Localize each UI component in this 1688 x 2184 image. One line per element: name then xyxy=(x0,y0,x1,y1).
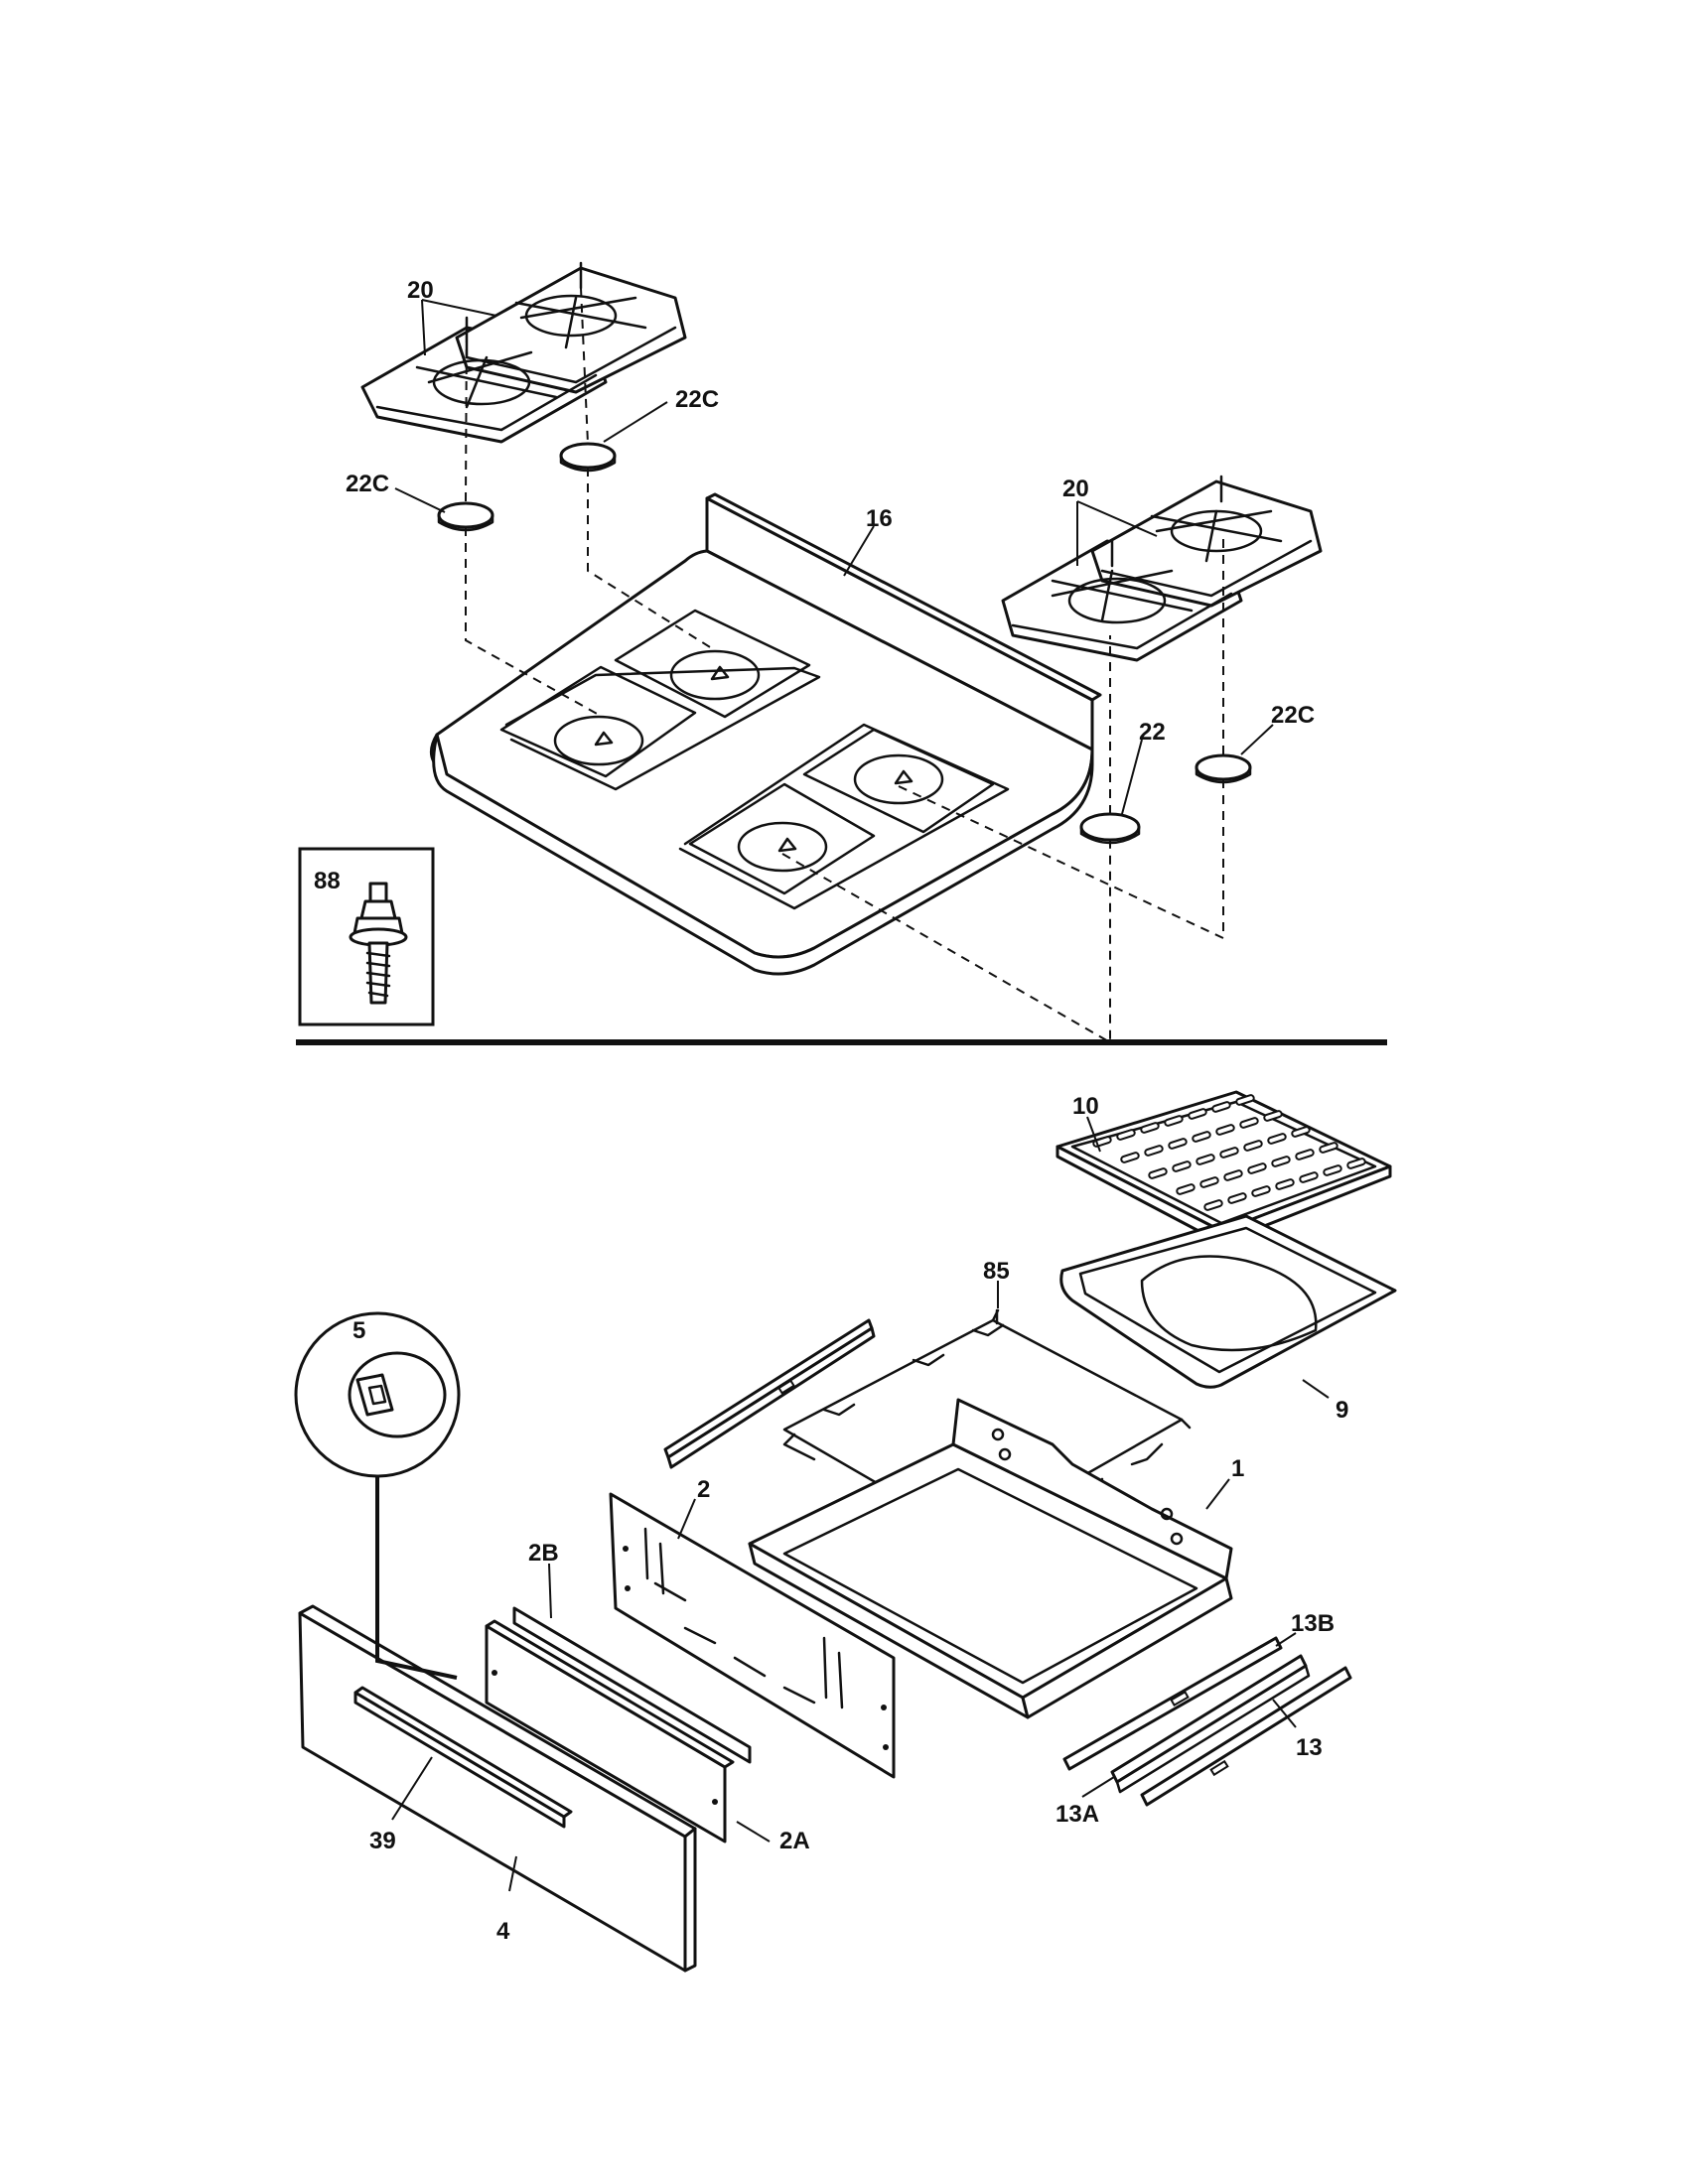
callout-handle: 39 xyxy=(369,1828,396,1854)
broiler-slot xyxy=(1116,1129,1136,1141)
broiler-slot xyxy=(1176,1183,1196,1195)
callout-labels: 20 22C 22C 16 20 22 22C 88 10 85 5 9 1 2… xyxy=(314,277,1348,1945)
back-panel xyxy=(609,1492,896,1779)
burner-cap-left-top xyxy=(559,442,617,473)
callout-panel-2b: 2B xyxy=(528,1540,559,1567)
broiler-slot xyxy=(1219,1147,1239,1159)
upper-side-rail xyxy=(663,1318,876,1469)
broiler-slot xyxy=(1223,1169,1243,1181)
callout-slide-13b: 13B xyxy=(1291,1610,1335,1637)
orifice-fitting xyxy=(349,882,408,1005)
broiler-slot xyxy=(1215,1124,1235,1136)
callout-broiler-pan: 9 xyxy=(1336,1397,1348,1424)
broiler-slots xyxy=(1092,1094,1366,1211)
callout-cap-left: 22C xyxy=(346,471,389,497)
broiler-slot xyxy=(1235,1094,1255,1106)
broiler-slot xyxy=(1164,1115,1184,1127)
callout-slide-13: 13 xyxy=(1296,1734,1323,1761)
callout-cap-22: 22 xyxy=(1139,719,1166,746)
callout-grate-left: 20 xyxy=(407,277,434,304)
broiler-slot xyxy=(1148,1167,1168,1179)
broiler-pan xyxy=(1059,1214,1397,1389)
burner-cap-left xyxy=(437,501,494,532)
broiler-slot xyxy=(1271,1156,1291,1167)
broiler-slot xyxy=(1291,1126,1311,1138)
panel-2b xyxy=(512,1606,752,1764)
broiler-slot xyxy=(1144,1145,1164,1157)
broiler-slot xyxy=(1168,1138,1188,1150)
panel-2a xyxy=(485,1619,735,1843)
broiler-slot xyxy=(1323,1164,1342,1176)
assembly-lines-upper xyxy=(465,287,1224,1044)
callout-grate-right: 20 xyxy=(1062,476,1089,502)
burner-cap-right xyxy=(1195,753,1252,784)
burner-cap-22 xyxy=(1079,812,1141,845)
broiler-slot xyxy=(1239,1117,1259,1129)
callout-inset-5: 5 xyxy=(352,1317,365,1344)
broiler-slot xyxy=(1188,1108,1207,1120)
drawer-slides xyxy=(1062,1636,1352,1807)
callout-panel-2a: 2A xyxy=(779,1828,810,1854)
inset-5 xyxy=(294,1311,461,1680)
broiler-slot xyxy=(1196,1154,1215,1165)
broiler-slot xyxy=(1346,1158,1366,1169)
broiler-slot xyxy=(1203,1199,1223,1211)
broiler-slot xyxy=(1227,1192,1247,1204)
callout-slide-13a: 13A xyxy=(1055,1801,1099,1828)
broiler-slot xyxy=(1199,1176,1219,1188)
callout-back-panel: 2 xyxy=(697,1476,710,1503)
callout-cap-right: 22C xyxy=(1271,702,1315,729)
broiler-slot xyxy=(1267,1133,1287,1145)
broiler-slot xyxy=(1192,1131,1211,1143)
drawer-handle xyxy=(353,1686,573,1829)
broiler-slot xyxy=(1275,1178,1295,1190)
broiler-slot xyxy=(1295,1149,1315,1160)
broiler-slot xyxy=(1120,1152,1140,1163)
callout-drawer-body: 1 xyxy=(1231,1455,1244,1482)
broiler-slot xyxy=(1172,1160,1192,1172)
broiler-slot xyxy=(1319,1142,1338,1154)
callout-rack: 85 xyxy=(983,1258,1010,1285)
broiler-slot xyxy=(1243,1140,1263,1152)
leader-lines xyxy=(391,299,1330,1892)
broiler-slot xyxy=(1251,1185,1271,1197)
callout-broiler-insert: 10 xyxy=(1072,1093,1099,1120)
broiler-slot xyxy=(1247,1162,1267,1174)
broiler-slot xyxy=(1299,1171,1319,1183)
left-burner-grates xyxy=(360,261,687,444)
callout-inset-88: 88 xyxy=(314,868,341,894)
inset-88 xyxy=(298,847,435,1026)
broiler-slot xyxy=(1140,1122,1160,1134)
right-burner-grates xyxy=(1001,475,1323,662)
drawer-body xyxy=(748,1398,1233,1719)
broiler-slot xyxy=(1211,1101,1231,1113)
callout-cooktop: 16 xyxy=(866,505,893,532)
broiler-slot xyxy=(1263,1110,1283,1122)
cooktop xyxy=(429,492,1102,976)
callout-cap-left-top: 22C xyxy=(675,386,719,413)
callout-drawer-front: 4 xyxy=(496,1918,510,1945)
broiler-insert xyxy=(1055,1090,1392,1245)
